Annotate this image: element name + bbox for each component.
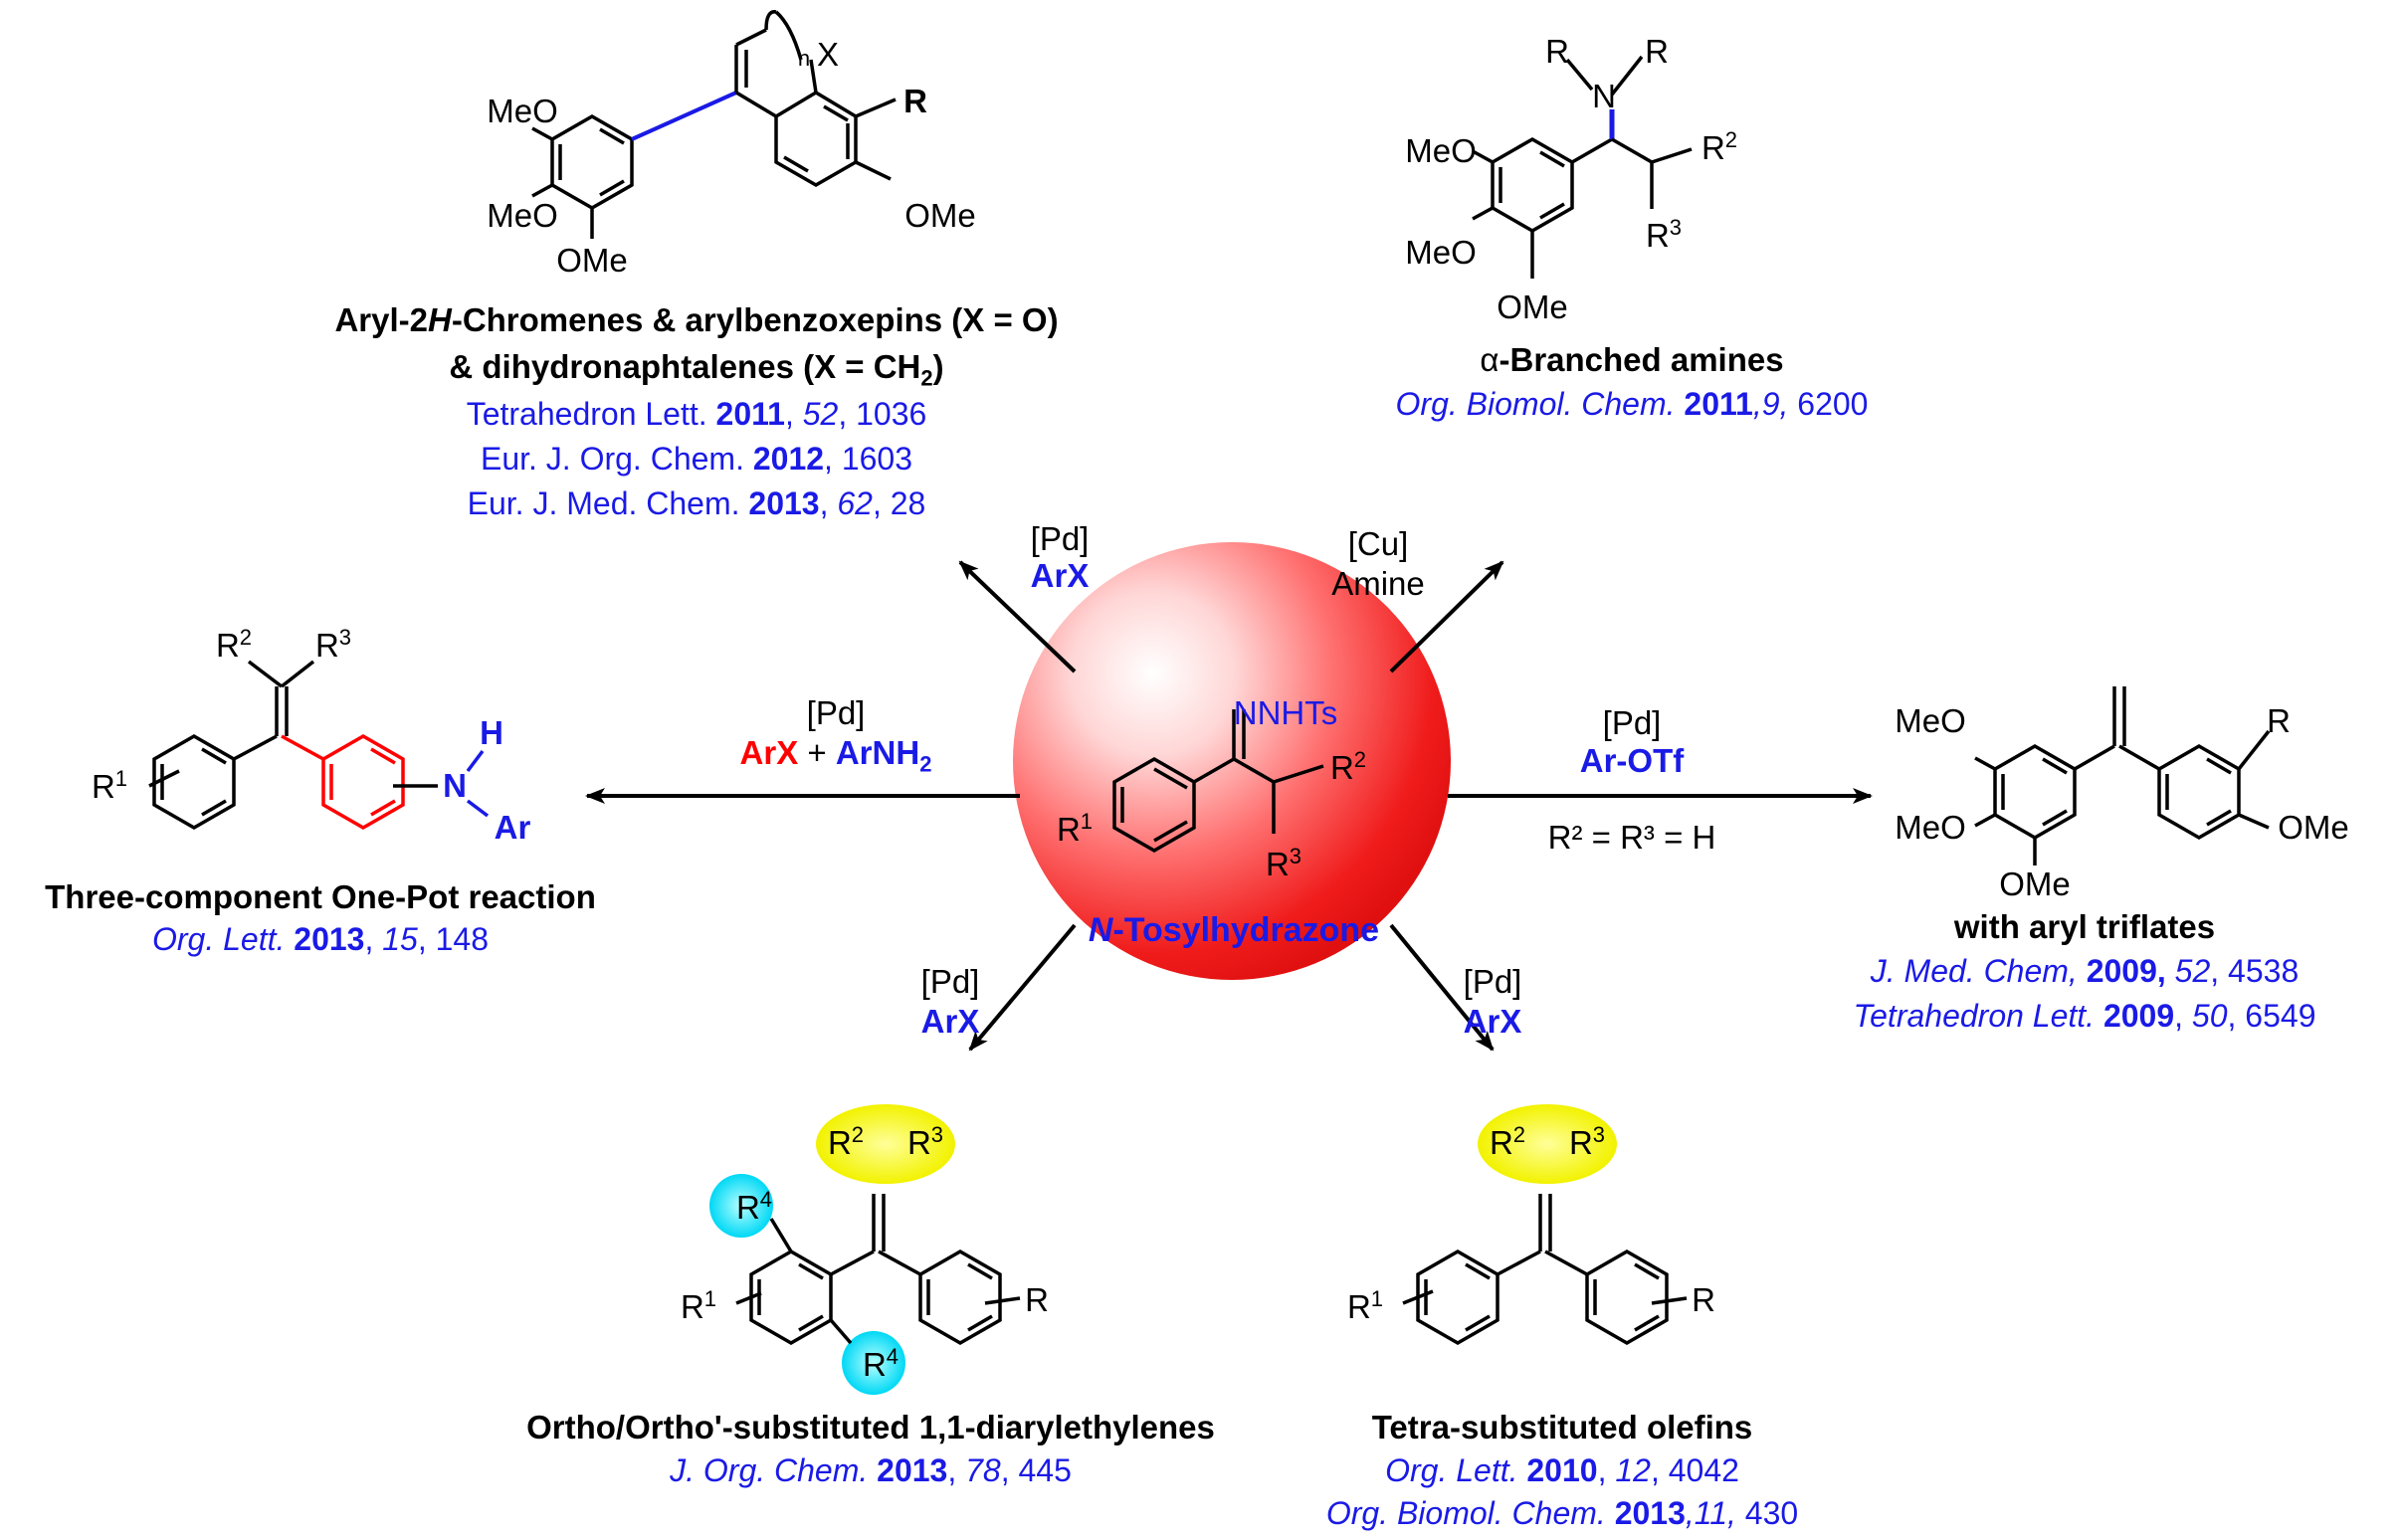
three-n: N <box>443 767 467 804</box>
center-r3: R3 <box>1265 844 1302 882</box>
reaction-arrows <box>585 560 1873 1052</box>
ortho-r4-top: R4 <box>735 1187 773 1226</box>
tetra-molecule <box>1402 1194 1688 1346</box>
three-title: Three-component One-Pot reaction <box>45 878 596 915</box>
three-r2: R2 <box>215 625 253 664</box>
amine-meo2: MeO <box>1405 234 1477 271</box>
chromene-title-1: Aryl-2H-Chromenes & arylbenzoxepins (X =… <box>334 301 1059 338</box>
amine-meo1: MeO <box>1405 132 1477 169</box>
amine-n: N <box>1592 78 1616 114</box>
amine-r-a: R <box>1545 33 1569 70</box>
chromene-ref-1: Tetrahedron Lett. 2011, 52, 1036 <box>466 396 927 432</box>
triflate-molecule <box>1974 686 2271 866</box>
triflate-ref-2: Tetrahedron Lett. 2009, 50, 6549 <box>1853 998 2316 1034</box>
yellow-highlight-tetra <box>1478 1104 1617 1184</box>
arrow-right-cond: R² = R³ = H <box>1547 819 1716 856</box>
ortho-molecule <box>735 1194 1021 1346</box>
arrow-br-cat: [Pd] <box>1463 963 1522 1000</box>
amine-r2: R2 <box>1701 127 1738 166</box>
chromene-x: X <box>816 36 840 73</box>
chromene-ome-right: OMe <box>904 197 976 234</box>
yellow-highlight-ortho <box>816 1104 955 1184</box>
tetra-r1: R1 <box>1346 1286 1384 1325</box>
three-ar: Ar <box>494 809 531 846</box>
chromene-meo1: MeO <box>487 93 558 129</box>
tetra-title: Tetra-substituted olefins <box>1371 1409 1753 1445</box>
triflate-ref-1: J. Med. Chem, 2009, 52, 4538 <box>1870 953 2300 989</box>
chromene-ome-bottom: OMe <box>556 242 628 279</box>
arrow-top-right <box>1389 560 1504 674</box>
amine-r3: R3 <box>1645 215 1683 254</box>
three-r3: R3 <box>314 625 352 664</box>
three-ref: Org. Lett. 2013, 15, 148 <box>151 921 490 957</box>
center-r1: R1 <box>1056 809 1094 848</box>
triflate-meo2: MeO <box>1895 809 1966 846</box>
ortho-title: Ortho/Ortho'-substituted 1,1-diarylethyl… <box>526 1409 1215 1445</box>
amine-title: α-Branched amines <box>1480 341 1784 378</box>
arrow-bl-reagent: ArX <box>920 1003 980 1040</box>
center-title: N-Tosylhydrazone <box>1088 911 1380 949</box>
chromene-molecule <box>531 10 897 239</box>
ortho-r: R <box>1025 1281 1049 1318</box>
arrow-br-reagent: ArX <box>1463 1003 1522 1040</box>
arrow-tl-cat: [Pd] <box>1030 520 1090 557</box>
chromene-title-2: & dihydronaphtalenes (X = CH2) <box>449 348 944 391</box>
arrow-bottom-right <box>1389 923 1495 1052</box>
tetra-r: R <box>1692 1281 1715 1318</box>
amine-r-b: R <box>1645 33 1669 70</box>
three-h: H <box>480 714 503 751</box>
arrow-tr-reagent: Amine <box>1331 565 1425 602</box>
tetra-r3: R3 <box>1568 1122 1606 1161</box>
triflate-title: with aryl triflates <box>1953 908 2216 945</box>
center-r2: R2 <box>1329 747 1367 786</box>
arrow-tr-cat: [Cu] <box>1347 525 1409 562</box>
ortho-r1: R1 <box>680 1286 717 1325</box>
arrow-right-reagent: Ar-OTf <box>1579 742 1685 779</box>
center-nnhts: NNHTs <box>1233 694 1338 731</box>
triflate-ome-bottom: OMe <box>1999 866 2071 902</box>
triflate-r: R <box>2267 702 2291 739</box>
arrow-bottom-left <box>968 923 1077 1052</box>
amine-ome: OMe <box>1497 289 1568 325</box>
ortho-ref: J. Org. Chem. 2013, 78, 445 <box>670 1452 1072 1488</box>
chromene-meo2: MeO <box>487 197 558 234</box>
arrow-right-cat: [Pd] <box>1602 704 1662 741</box>
amine-molecule <box>1472 55 1693 279</box>
tetra-ref-2: Org. Biomol. Chem. 2013,11, 430 <box>1325 1495 1799 1531</box>
chromene-r: R <box>903 83 927 119</box>
tetra-ref-1: Org. Lett. 2010, 12, 4042 <box>1385 1452 1739 1488</box>
arrow-top-left <box>958 560 1077 674</box>
ortho-r4-bottom: R4 <box>862 1344 900 1383</box>
three-r1: R1 <box>91 766 128 805</box>
cyan-highlight-r4-top <box>709 1174 773 1238</box>
triflate-ome-right: OMe <box>2278 809 2349 846</box>
chromene-ref-3: Eur. J. Med. Chem. 2013, 62, 28 <box>467 485 926 521</box>
ortho-r2: R2 <box>827 1122 865 1161</box>
arrow-bl-cat: [Pd] <box>920 963 980 1000</box>
ortho-r3: R3 <box>906 1122 944 1161</box>
amine-ref: Org. Biomol. Chem. 2011,9, 6200 <box>1395 386 1869 422</box>
chromene-n: n <box>797 46 811 71</box>
arrow-tl-reagent: ArX <box>1030 557 1090 594</box>
chromene-ref-2: Eur. J. Org. Chem. 2012, 1603 <box>480 441 913 477</box>
cyan-highlight-r4-bottom <box>842 1331 905 1395</box>
arrow-left-cat: [Pd] <box>806 694 866 731</box>
tetra-r2: R2 <box>1489 1122 1526 1161</box>
center-molecule <box>1112 709 1324 854</box>
arrow-left-reagent: ArX + ArNH2 <box>739 734 932 777</box>
triflate-meo1: MeO <box>1895 702 1966 739</box>
three-component-molecule <box>148 660 490 831</box>
